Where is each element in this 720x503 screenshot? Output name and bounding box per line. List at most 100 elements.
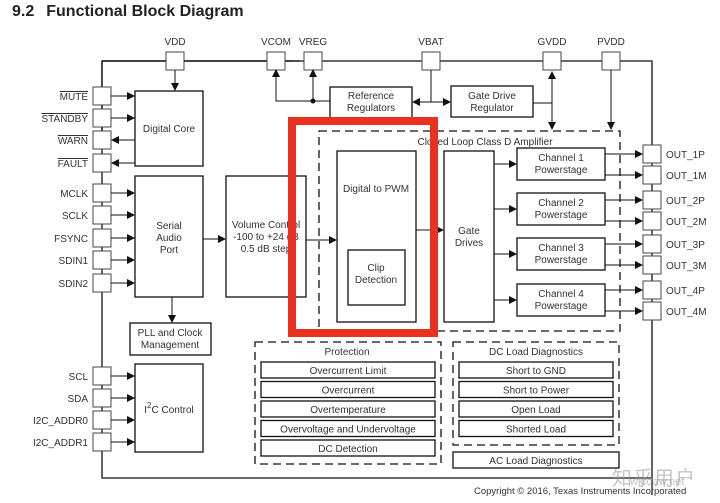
gate-drive-regulator-label-2: Regulator — [470, 103, 514, 114]
pin-label-gvdd: GVDD — [538, 37, 567, 48]
pll-label-1: PLL and Clock — [138, 328, 204, 339]
highlight-box — [288, 117, 438, 337]
pin-out_1m — [642, 165, 662, 185]
protection-item — [260, 439, 436, 457]
pin-label-sdin2: SDIN2 — [59, 279, 89, 290]
protection-item-label: Overtemperature — [310, 405, 386, 416]
pin-label-sdin1: SDIN1 — [59, 256, 89, 267]
section-title: 9.2 Functional Block Diagram — [12, 3, 244, 21]
channel-4-sublabel: Powerstage — [535, 301, 588, 312]
pin-label-out_4m: OUT_4M — [666, 307, 707, 318]
pin-gvdd — [542, 51, 562, 71]
digital-core-label: Digital Core — [143, 124, 196, 135]
i2c-control-block: I2C Control — [134, 363, 204, 453]
pin-out_3p — [642, 234, 662, 254]
channel-2-powerstage — [516, 192, 606, 226]
pin-label-i2c_addr1: I2C_ADDR1 — [33, 438, 88, 449]
protection-item — [260, 400, 436, 418]
protection-item-label: DC Detection — [318, 444, 377, 455]
channel-1-sublabel: Powerstage — [535, 165, 588, 176]
protection-item — [260, 380, 436, 399]
serial-audio-port-label-1: Serial — [156, 221, 182, 232]
pin-scl — [92, 366, 112, 386]
left-pins: MUTESTANDBYWARNFAULTMCLKSCLKFSYNCSDIN1SD… — [33, 86, 135, 452]
pin-fault — [92, 153, 112, 173]
digital-to-pwm-label: Digital to PWM — [343, 184, 409, 195]
watermark: 知乎用户 — [612, 468, 696, 490]
pin-label-out_3p: OUT_3P — [666, 240, 705, 251]
channel-2-label: Channel 2 — [538, 198, 584, 209]
pin-label-vdd: VDD — [164, 37, 185, 48]
pin-mclk — [92, 183, 112, 203]
pin-out_4m — [642, 301, 662, 321]
pin-label-vcom: VCOM — [261, 37, 291, 48]
dc-load-item-label: Shorted Load — [506, 425, 566, 436]
pin-label-scl: SCL — [69, 372, 89, 383]
ac-load-diagnostics-block: AC Load Diagnostics — [452, 451, 620, 469]
pin-label-pvdd: PVDD — [597, 37, 625, 48]
gate-drives-block — [443, 150, 495, 323]
channel-3-sublabel: Powerstage — [535, 255, 588, 266]
pin-out_4p — [642, 280, 662, 300]
clip-detection-label-2: Detection — [355, 275, 397, 286]
watermark-sub: wkfdaw.net — [630, 476, 685, 488]
pin-out_2m — [642, 211, 662, 231]
pin-label-out_2m: OUT_2M — [666, 217, 707, 228]
section-number: 9.2 — [12, 3, 35, 20]
gate-drives-label-2: Drives — [455, 238, 483, 249]
pll-clock-block: PLL and Clock Management — [129, 322, 212, 356]
pin-label-sclk: SCLK — [62, 211, 88, 222]
volume-control-label-3: 0.5 dB step — [241, 244, 292, 255]
channel-1-powerstage — [516, 147, 606, 181]
channel-4-label: Channel 4 — [538, 289, 584, 300]
protection-item-label: Overcurrent Limit — [310, 366, 387, 377]
ac-load-diagnostics-label: AC Load Diagnostics — [489, 456, 582, 467]
closed-loop-label: Closed Loop Class D Amplifier — [417, 137, 553, 148]
pin-label-out_2p: OUT_2P — [666, 196, 705, 207]
pin-i2c_addr0 — [92, 410, 112, 430]
closed-loop-amplifier-group: Closed Loop Class D Amplifier Digital to… — [318, 130, 643, 332]
clip-detection-block — [347, 249, 406, 306]
i2c-control-label: I2C Control — [144, 401, 193, 416]
pin-i2c_addr1 — [92, 432, 112, 452]
gate-drives-label-1: Gate — [458, 226, 480, 237]
pin-sdin1 — [92, 250, 112, 270]
pin-out_1p — [642, 144, 662, 164]
pin-sdin2 — [92, 273, 112, 293]
pin-label-vbat: VBAT — [418, 37, 443, 48]
reference-regulators-label-1: Reference — [348, 91, 395, 102]
pin-label-sda: SDA — [67, 394, 88, 405]
copyright-notice: Copyright © 2016, Texas Instruments Inco… — [474, 486, 687, 497]
protection-group: Protection Overcurrent LimitOvercurrentO… — [254, 341, 442, 465]
pin-label-i2c_addr0: I2C_ADDR0 — [33, 416, 88, 427]
channel-4-powerstage — [516, 283, 606, 317]
volume-control-label-1: Volume Control — [232, 220, 300, 231]
reference-regulators-label-2: Regulators — [347, 103, 395, 114]
pin-pvdd — [601, 51, 621, 71]
pin-vdd — [165, 51, 185, 71]
dc-load-item — [458, 380, 614, 399]
clip-detection-label-1: Clip — [367, 263, 385, 274]
gate-drive-regulator-block: Gate Drive Regulator — [450, 70, 615, 130]
volume-control-label-2: -100 to +24 dB — [233, 232, 299, 243]
pin-out_2p — [642, 190, 662, 210]
dc-load-item — [458, 400, 614, 418]
pin-label-out_1p: OUT_1P — [666, 150, 705, 161]
pin-mute — [92, 86, 112, 106]
pin-warn — [92, 130, 112, 150]
right-pins: OUT_1POUT_1MOUT_2POUT_2MOUT_3POUT_3MOUT_… — [642, 144, 707, 321]
section-title-text: Functional Block Diagram — [46, 3, 244, 20]
channel-3-powerstage — [516, 237, 606, 271]
channel-3-label: Channel 3 — [538, 243, 584, 254]
dc-load-diagnostics-title: DC Load Diagnostics — [489, 347, 583, 358]
pin-vcom — [266, 51, 286, 71]
dc-load-item — [458, 419, 614, 438]
pin-label-mclk: MCLK — [60, 189, 88, 200]
reference-regulators-block: Reference Regulators — [272, 69, 451, 119]
pin-label-warn: WARN — [58, 136, 88, 147]
serial-audio-port-label-3: Port — [160, 245, 179, 256]
protection-title: Protection — [324, 347, 369, 358]
